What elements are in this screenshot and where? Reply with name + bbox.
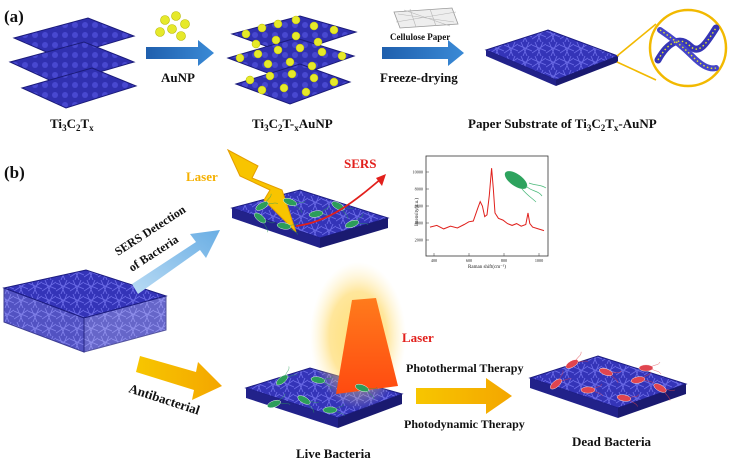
spectrum-x-tick: 400 [431, 258, 437, 263]
sers-detection-arrow [132, 230, 220, 294]
aunp-dot [309, 21, 319, 31]
paper-substrate-illustration [484, 29, 620, 86]
sers-spectrum-inset: 10000 8000 6000 4000 2000 400 600 800 1000 Inten… [413, 155, 549, 270]
aunp-dot [273, 19, 283, 29]
aunp-dot [317, 47, 327, 57]
aunp-dot [263, 59, 273, 69]
aunp-dot [309, 73, 319, 83]
laser-beam-icon [336, 298, 398, 394]
aunp-dot [307, 61, 317, 71]
aunp-dot [279, 83, 289, 93]
live-bacteria-label: Live Bacteria [296, 446, 371, 461]
dead-bacteria-label: Dead Bacteria [572, 434, 652, 449]
dead-bacteria-group [550, 351, 676, 407]
aunp-dot [241, 29, 251, 39]
bacterium-dead [653, 383, 676, 401]
laser-top-label: Laser [186, 169, 218, 184]
panel-a-tag: (a) [4, 7, 24, 26]
panel-b-tag: (b) [4, 163, 25, 182]
aunp-arrow-label: AuNP [161, 70, 195, 85]
live-bacteria-group [267, 366, 378, 417]
bacterium-live [345, 213, 369, 229]
aunp-dot [271, 35, 281, 45]
aunp-dot [295, 43, 305, 53]
laser-bottom-label: Laser [402, 330, 434, 345]
spectrum-x-tick: 1000 [535, 258, 543, 263]
bacterium-live [276, 366, 298, 386]
bacterium-live [276, 222, 300, 235]
bacterium-live [255, 193, 279, 211]
aunp-dot [329, 77, 339, 87]
spectrum-y-tick: 4000 [415, 221, 423, 226]
bacterium-live [267, 393, 291, 409]
spectrum-x-label: Raman shift(cm⁻¹) [468, 264, 506, 270]
bacterium-live [310, 376, 334, 389]
bacterium-live [283, 197, 306, 213]
spectrum-y-tick: 10000 [413, 170, 423, 175]
mxene-aunp-label: Ti3C2T-xAuNP [252, 116, 333, 133]
aunp-dot [313, 37, 323, 47]
therapy-arrow [416, 378, 512, 414]
photothermal-label: Photothermal Therapy [406, 361, 523, 375]
spectrum-y-tick: 8000 [415, 187, 423, 192]
aunp-dot [329, 25, 339, 35]
sers-bacteria-group [254, 193, 369, 235]
cellulose-paper-label: Cellulose Paper [390, 32, 450, 42]
zoom-line-bottom [616, 61, 657, 81]
aunp-particles-icon [155, 11, 190, 41]
spectrum-y-tick: 6000 [415, 204, 423, 209]
spectrum-y-tick: 2000 [415, 238, 423, 243]
sers-label: SERS [344, 156, 377, 171]
aunp-dot [253, 49, 263, 59]
aunp-dot [287, 69, 297, 79]
zoom-line-top [616, 23, 657, 57]
sers-paper-substrate [230, 189, 390, 248]
spectrum-x-tick: 600 [466, 258, 472, 263]
photodynamic-label: Photodynamic Therapy [404, 417, 525, 431]
mxene-label: Ti3C2Tx [50, 116, 94, 133]
freeze-drying-label: Freeze-drying [380, 70, 458, 85]
aunp-dot [235, 53, 245, 63]
bacterium-dead [638, 361, 662, 375]
aunp-dot [245, 75, 255, 85]
bacterium-dead [616, 394, 640, 407]
bacterium-dead [565, 351, 589, 369]
spectrum-x-tick: 800 [501, 258, 507, 263]
aunp-dot [257, 85, 267, 95]
bacterium-dead [580, 383, 604, 397]
aunp-dot [257, 23, 267, 33]
aunp-dot [291, 15, 301, 25]
aunp-dot [251, 39, 261, 49]
bacterium-dead [599, 367, 622, 383]
fiber-zoom-circle [648, 8, 728, 88]
antibacterial-arrow [136, 356, 222, 400]
aunp-dot [265, 71, 275, 81]
bacterium-live [355, 383, 378, 399]
bacterium-live [297, 395, 320, 413]
mxene-sheets-illustration [8, 17, 138, 109]
bacterium-dead [630, 371, 654, 384]
bacterium-dead [550, 370, 572, 390]
aunp-arrow [146, 40, 214, 66]
cellulose-paper-icon [393, 7, 459, 29]
aunp-dot [273, 45, 283, 55]
sers-signal-arrowhead [376, 174, 386, 186]
bacterium-live [308, 205, 332, 218]
paper-substrate-label: Paper Substrate of Ti3C2Tx-AuNP [468, 116, 657, 133]
spectrum-y-label: Intensity(a.u.) [415, 198, 420, 226]
aunp-dot [301, 87, 311, 97]
composite-aunp-dots [235, 15, 347, 97]
aunp-dot [285, 57, 295, 67]
source-paper-substrate [2, 269, 168, 353]
freeze-drying-arrow [382, 40, 464, 66]
aunp-dot [337, 51, 347, 61]
aunp-dot [291, 31, 301, 41]
bacterium-live [254, 212, 275, 233]
bacterium-live [322, 403, 346, 417]
sers-signal-arrow [295, 177, 383, 227]
